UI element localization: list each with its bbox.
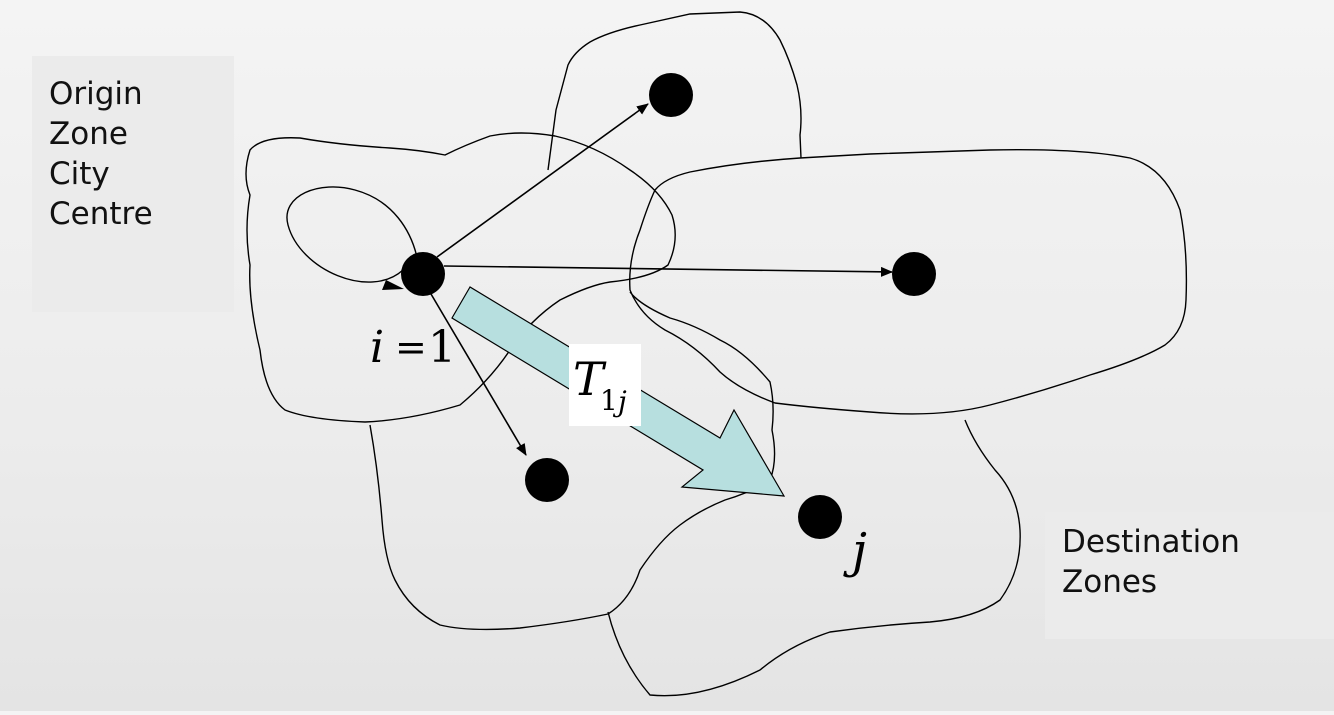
top-node — [649, 73, 693, 117]
flow-label-background — [569, 344, 641, 426]
origin-symbol-eq: = — [395, 325, 427, 369]
zone-destination — [607, 419, 1021, 697]
destination-label-line-2: Zones — [1062, 564, 1158, 600]
zone-centre — [245, 132, 676, 423]
origin-label-line-2: Zone — [49, 116, 128, 152]
flow-label-T: T — [573, 352, 607, 406]
zone-bottom — [369, 291, 776, 631]
origin-label-line-3: City — [49, 156, 110, 192]
trip-arrow-to-right — [443, 265, 893, 277]
intrazonal-loop-arrow — [382, 280, 404, 290]
zone-right — [629, 148, 1188, 415]
origin-zone-label: Origin Zone City Centre — [32, 56, 234, 312]
destination-zones-label: Destination Zones — [1045, 512, 1334, 639]
trip-arrow-to-bottom — [430, 293, 527, 456]
origin-label-line-4: Centre — [49, 196, 153, 232]
origin-symbol-i: i — [370, 322, 384, 373]
origin-node — [401, 252, 445, 296]
zone-top — [547, 11, 802, 171]
origin-label-line-1: Origin — [49, 76, 143, 112]
destination-symbol-j: j — [843, 523, 867, 579]
right-node — [892, 252, 936, 296]
intrazonal-loop — [286, 186, 419, 283]
origin-symbol-value: 1 — [428, 322, 456, 373]
flow-label-subscript-1: 1 — [600, 384, 618, 417]
trip-arrow-to-top — [436, 103, 649, 258]
destination-label-line-1: Destination — [1062, 524, 1240, 560]
bottom-node — [525, 458, 569, 502]
destination-node — [798, 495, 842, 539]
